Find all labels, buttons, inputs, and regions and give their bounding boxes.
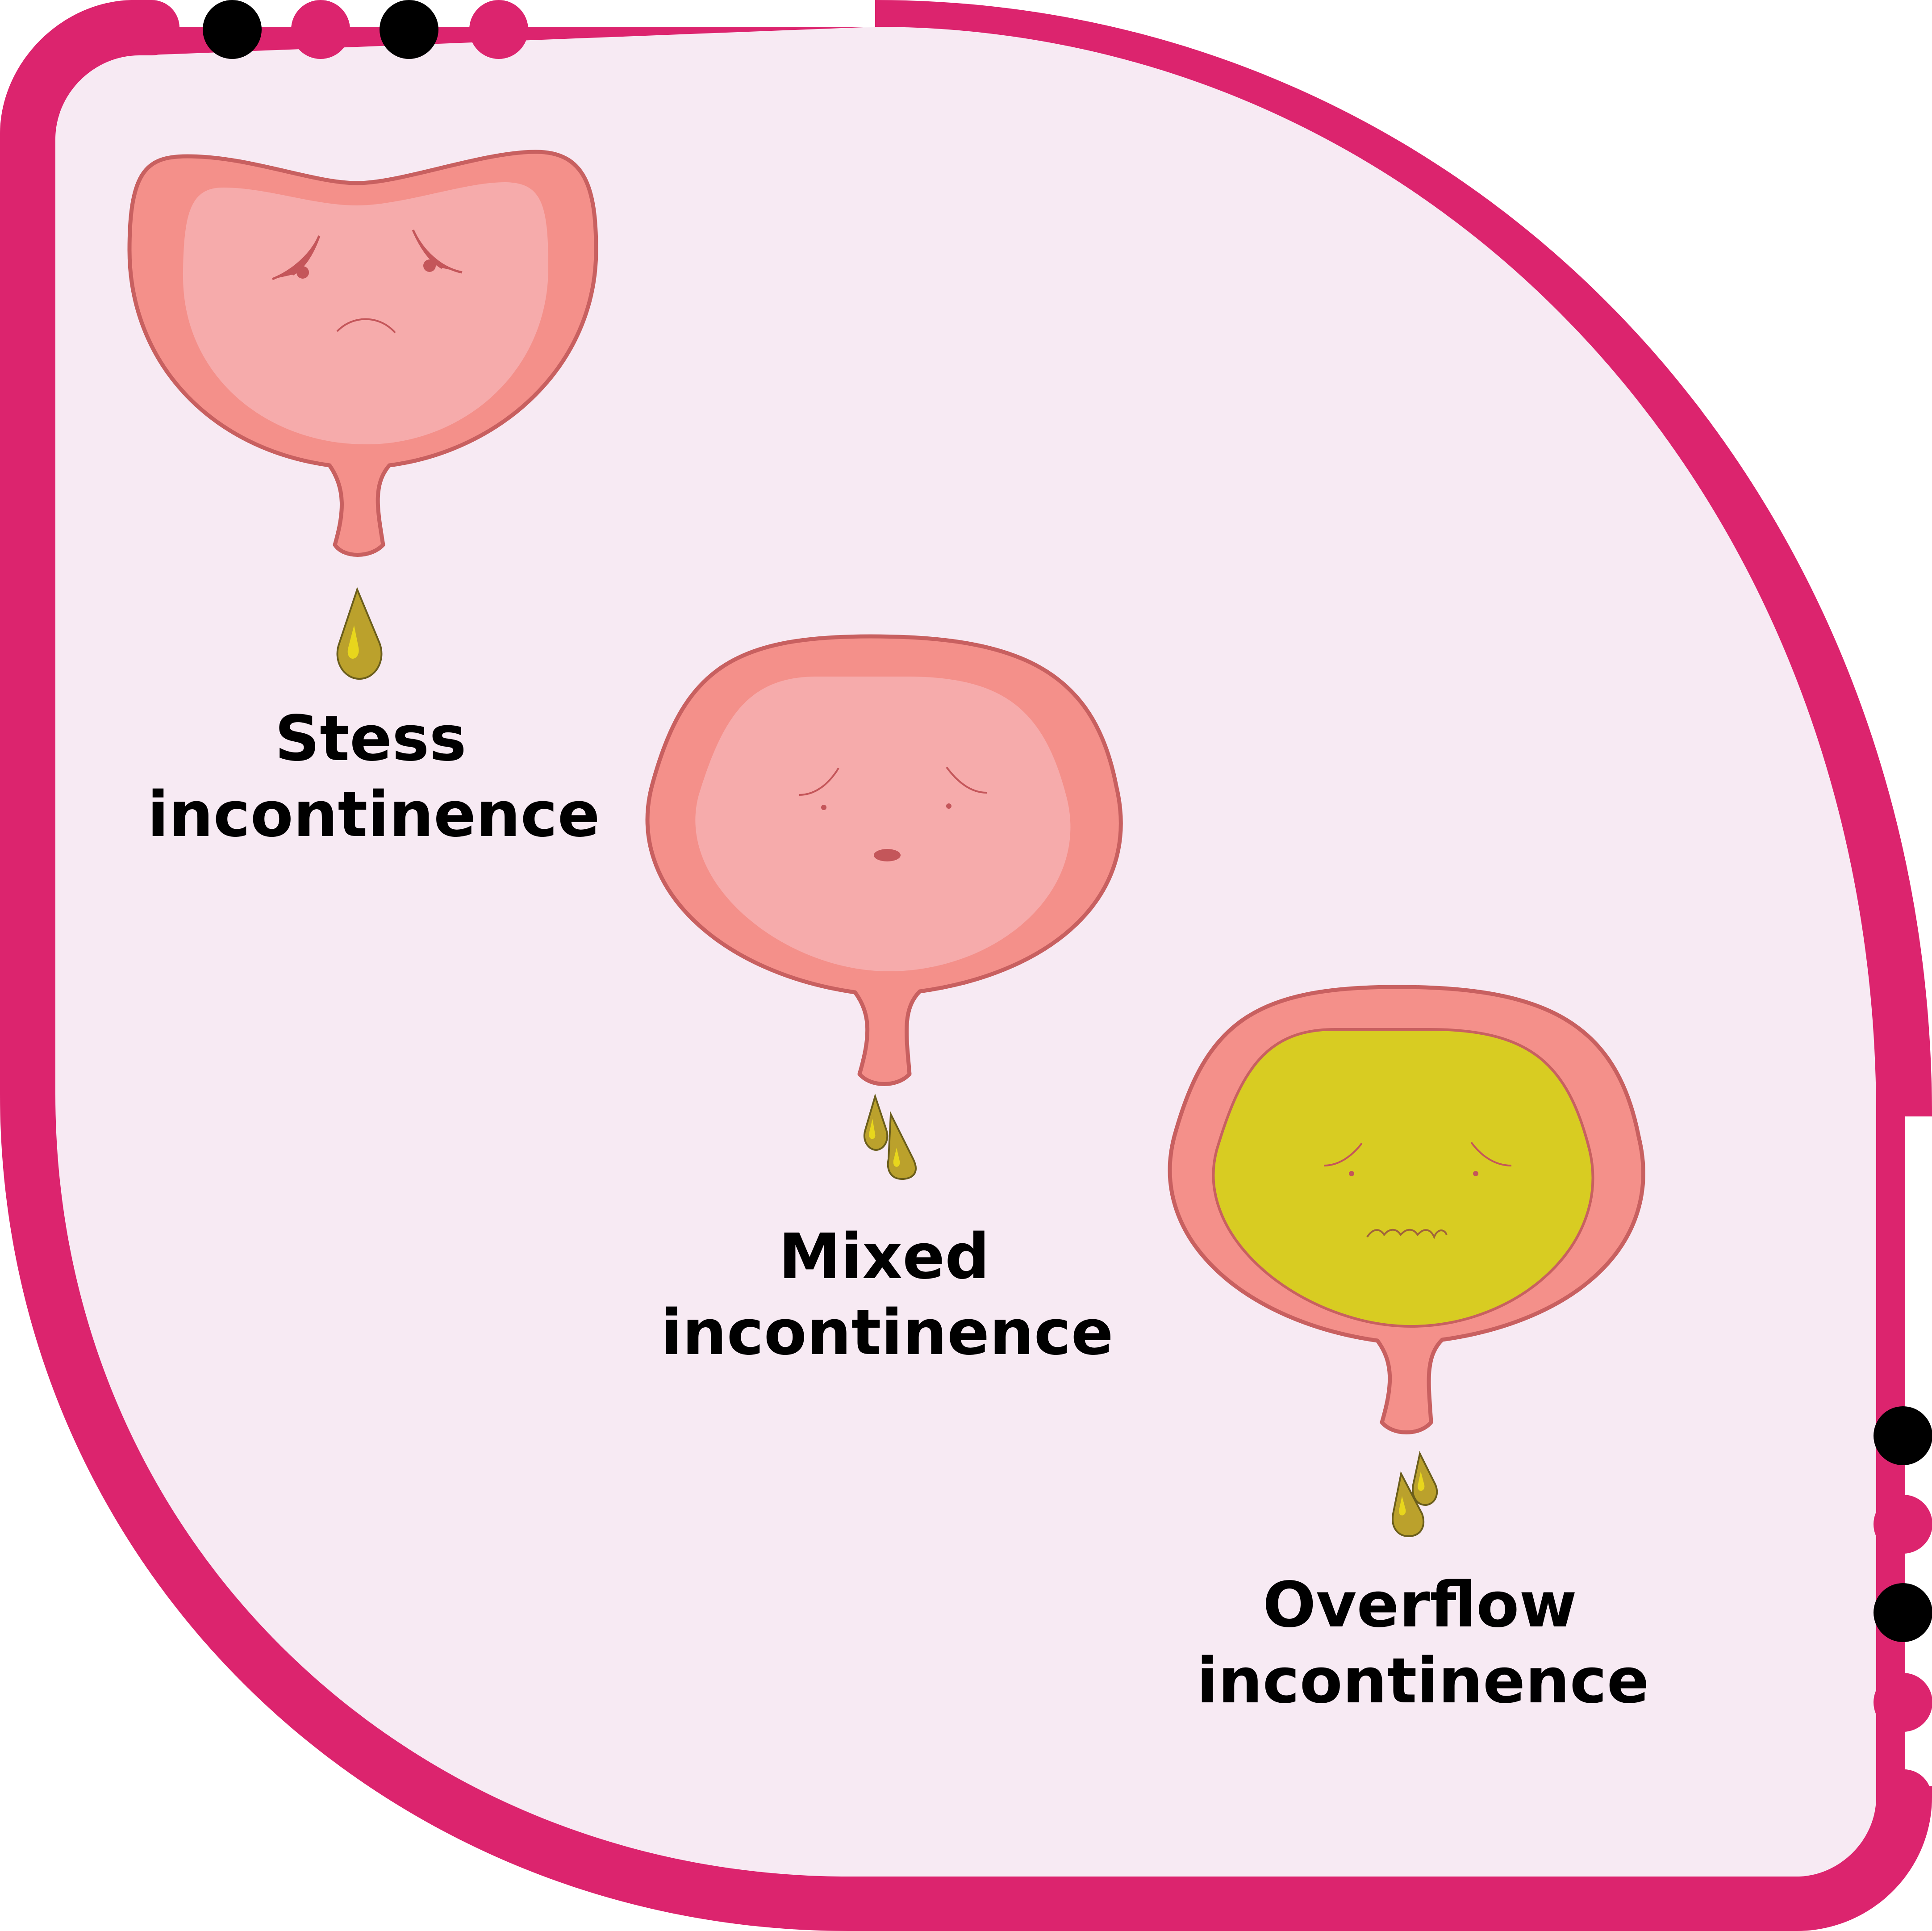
drop-icon	[1392, 1471, 1425, 1538]
bladder-mixed-brow-left	[799, 767, 839, 796]
top-dots	[203, 0, 528, 59]
label-overflow-line2: incontinence	[1197, 1645, 1649, 1718]
drop-highlight-icon	[1399, 1496, 1406, 1516]
frame-cap-round-top	[124, 0, 179, 55]
right-dot-1	[1874, 1406, 1932, 1465]
label-stress-line2: incontinence	[147, 778, 600, 851]
right-dot-4	[1874, 1673, 1932, 1732]
bladder-mixed	[645, 634, 1123, 1180]
bladder-overflow-brow-left	[1323, 1142, 1363, 1166]
bladder-mixed-mouth	[874, 849, 901, 861]
label-stress-incontinence: Stess incontinence	[147, 701, 600, 853]
drop-highlight-icon	[347, 625, 359, 659]
right-dots	[1874, 1406, 1932, 1732]
label-overflow-line1: Overflow	[1263, 1569, 1577, 1642]
label-mixed-line1: Mixed	[778, 1220, 990, 1293]
label-mixed-incontinence: Mixed incontinence	[661, 1219, 1114, 1371]
bladder-stress-brow-right	[412, 229, 463, 274]
label-stress-line1: Stess	[275, 702, 467, 775]
bladder-stress-brow-left	[272, 235, 321, 280]
bladder-stress-mouth	[336, 318, 396, 334]
right-dot-3	[1874, 1583, 1932, 1642]
drop-highlight-icon	[893, 1148, 900, 1167]
bladder-overflow-urine	[1212, 1028, 1594, 1328]
bladder-overflow-brow-right	[1470, 1141, 1512, 1166]
bladder-overflow-eye-right	[1473, 1171, 1478, 1176]
bladder-stress-drop	[336, 587, 383, 680]
top-dot-4	[469, 0, 528, 59]
bladder-overflow	[1168, 985, 1645, 1538]
bladder-stress	[127, 150, 598, 680]
bladder-stress-eye-left	[296, 266, 309, 279]
bladder-mixed-drops	[863, 1093, 917, 1180]
frame-cap-round-right	[1876, 1769, 1932, 1825]
drop-icon	[336, 587, 383, 680]
bladder-overflow-mouth	[1366, 1229, 1448, 1240]
right-dot-2	[1874, 1495, 1932, 1554]
top-dot-1	[203, 0, 262, 59]
label-mixed-line2: incontinence	[661, 1296, 1114, 1369]
drop-highlight-icon	[869, 1119, 876, 1139]
bladder-stress-eye-right	[423, 259, 436, 272]
drop-highlight-icon	[1418, 1471, 1425, 1491]
bladder-mixed-eye-left	[821, 805, 826, 810]
label-overflow-incontinence: Overflow incontinence	[1197, 1567, 1649, 1719]
drop-icon	[1412, 1451, 1438, 1506]
bladder-mixed-brow-right	[946, 766, 987, 794]
bladder-stress-inner	[183, 182, 548, 444]
top-dot-2	[291, 0, 350, 59]
bladder-mixed-inner	[695, 677, 1071, 971]
top-dot-3	[380, 0, 438, 59]
bladder-overflow-drops	[1392, 1451, 1438, 1538]
bladder-overflow-eye-left	[1349, 1171, 1354, 1176]
bladder-mixed-eye-right	[946, 803, 951, 809]
